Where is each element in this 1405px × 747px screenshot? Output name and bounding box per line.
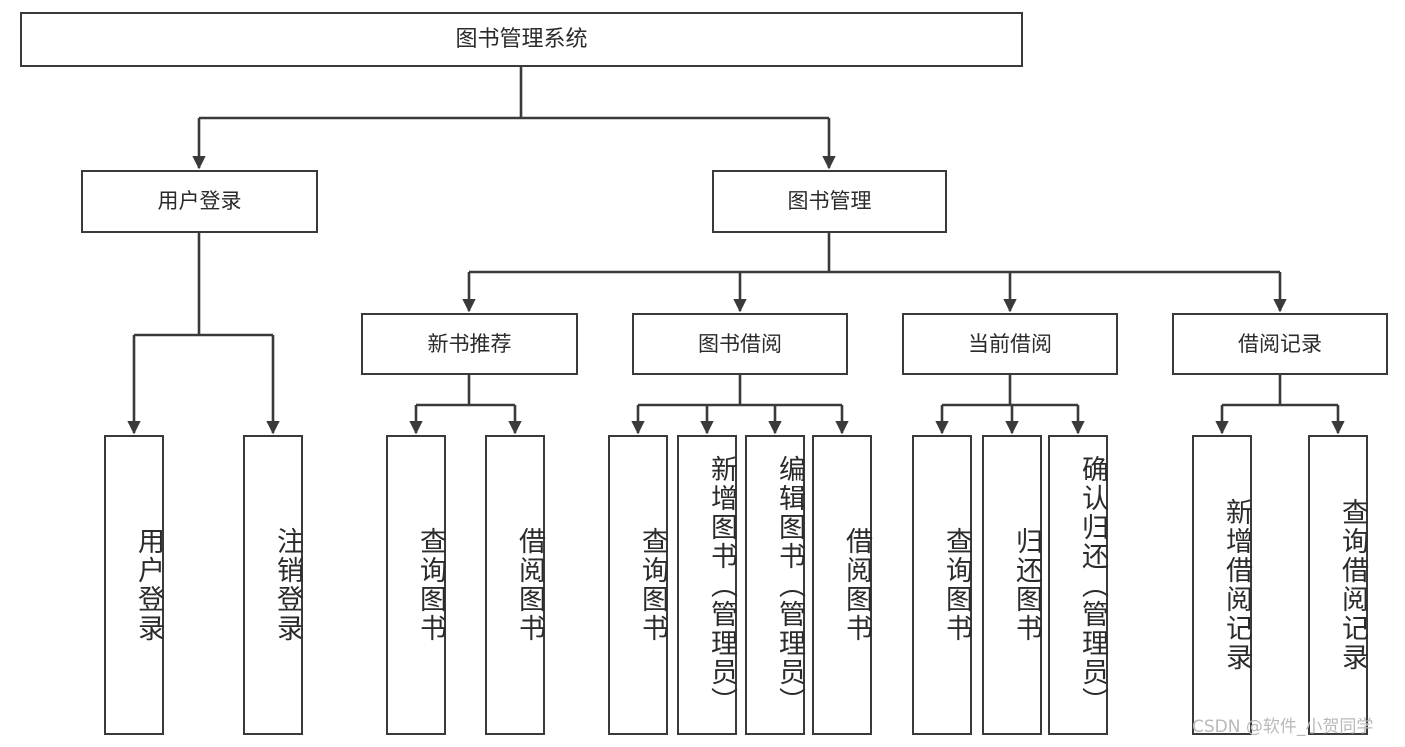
node-user-login-label: 用户登录 bbox=[157, 189, 242, 214]
leaf-borrow-edit-book-admin-label: 编辑图书（管理员） bbox=[774, 454, 805, 716]
node-new-book-recommend-label: 新书推荐 bbox=[427, 331, 512, 356]
node-current-borrow[interactable]: 当前借阅 bbox=[902, 313, 1118, 375]
leaf-newbook-query-book-label: 查询图书 bbox=[415, 527, 446, 643]
leaf-borrow-add-book-admin-label: 新增图书（管理员） bbox=[706, 454, 737, 716]
leaf-user-logout-label: 注销登录 bbox=[272, 527, 303, 643]
node-book-management[interactable]: 图书管理 bbox=[712, 170, 947, 233]
leaf-user-login-label: 用户登录 bbox=[133, 527, 164, 643]
node-book-borrow[interactable]: 图书借阅 bbox=[632, 313, 848, 375]
leaf-record-add-record-label: 新增借阅记录 bbox=[1221, 498, 1252, 672]
leaf-newbook-query-book[interactable]: 查询图书 bbox=[386, 435, 446, 735]
leaf-record-add-record[interactable]: 新增借阅记录 bbox=[1192, 435, 1252, 735]
leaf-current-confirm-return-admin-label: 确认归还（管理员） bbox=[1077, 454, 1108, 716]
leaf-current-query-book-label: 查询图书 bbox=[941, 527, 972, 643]
node-book-borrow-label: 图书借阅 bbox=[698, 331, 782, 356]
leaf-current-query-book[interactable]: 查询图书 bbox=[912, 435, 972, 735]
leaf-borrow-query-book[interactable]: 查询图书 bbox=[608, 435, 668, 735]
watermark: CSDN @软件_小贺同学 bbox=[1192, 717, 1374, 737]
leaf-current-return-book-label: 归还图书 bbox=[1011, 527, 1042, 643]
node-current-borrow-label: 当前借阅 bbox=[968, 331, 1052, 356]
leaf-borrow-lend-book[interactable]: 借阅图书 bbox=[812, 435, 872, 735]
leaf-user-login[interactable]: 用户登录 bbox=[104, 435, 164, 735]
node-user-login[interactable]: 用户登录 bbox=[81, 170, 318, 233]
leaf-newbook-borrow-book-label: 借阅图书 bbox=[514, 527, 545, 643]
leaf-current-confirm-return-admin[interactable]: 确认归还（管理员） bbox=[1048, 435, 1108, 735]
node-borrow-record[interactable]: 借阅记录 bbox=[1172, 313, 1388, 375]
leaf-borrow-lend-book-label: 借阅图书 bbox=[841, 527, 872, 643]
leaf-borrow-add-book-admin[interactable]: 新增图书（管理员） bbox=[677, 435, 737, 735]
node-book-management-label: 图书管理 bbox=[787, 189, 872, 214]
leaf-record-query-record-label: 查询借阅记录 bbox=[1337, 498, 1368, 672]
leaf-borrow-edit-book-admin[interactable]: 编辑图书（管理员） bbox=[745, 435, 805, 735]
node-new-book-recommend[interactable]: 新书推荐 bbox=[361, 313, 578, 375]
leaf-user-logout[interactable]: 注销登录 bbox=[243, 435, 303, 735]
leaf-newbook-borrow-book[interactable]: 借阅图书 bbox=[485, 435, 545, 735]
leaf-current-return-book[interactable]: 归还图书 bbox=[982, 435, 1042, 735]
leaf-record-query-record[interactable]: 查询借阅记录 bbox=[1308, 435, 1368, 735]
node-root[interactable]: 图书管理系统 bbox=[20, 12, 1023, 67]
node-root-label: 图书管理系统 bbox=[455, 26, 588, 52]
leaf-borrow-query-book-label: 查询图书 bbox=[637, 527, 668, 643]
node-borrow-record-label: 借阅记录 bbox=[1238, 331, 1322, 356]
